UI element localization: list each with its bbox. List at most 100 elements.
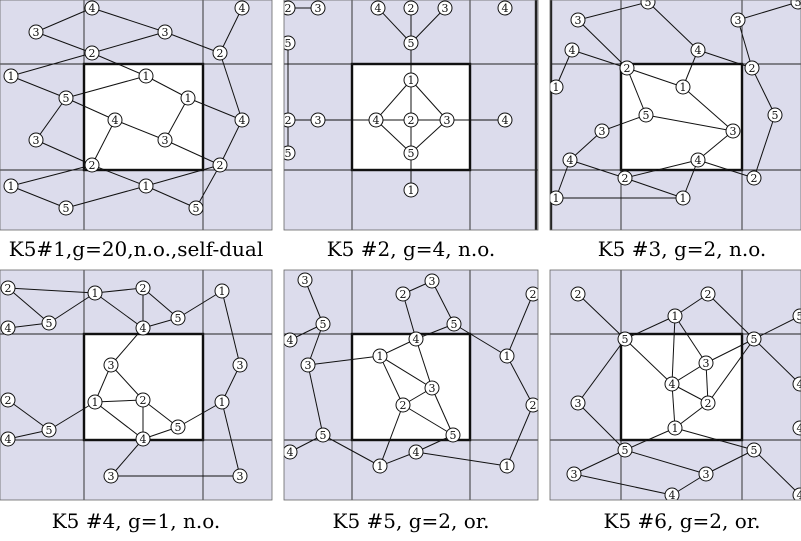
graph-vertex: 2 — [0, 280, 16, 296]
graph-vertex: 2 — [212, 157, 228, 173]
graph-vertex: 3 — [157, 132, 173, 148]
vertex-label: 5 — [622, 333, 629, 346]
vertex-circle — [135, 392, 151, 408]
graph-edge — [94, 401, 144, 440]
vertex-circle — [284, 332, 298, 348]
vertex-circle — [408, 444, 424, 460]
graph-vertex: 2 — [135, 392, 151, 408]
vertex-label: 5 — [320, 429, 327, 442]
vertex-label: 3 — [703, 357, 710, 370]
graph-edge — [431, 387, 454, 436]
graph-edge — [65, 185, 147, 209]
graph-edge — [304, 279, 324, 325]
vertex-label: 5 — [63, 92, 70, 105]
graph-vertex: 4 — [107, 112, 123, 128]
vertex-label: 3 — [571, 468, 578, 481]
graph-vertex: 3 — [730, 12, 746, 28]
graph-edge — [219, 7, 243, 54]
vertex-label: 2 — [622, 172, 629, 185]
panel-caption: K5 #5, g=2, or. — [333, 509, 490, 533]
vertex-label: 1 — [8, 180, 15, 193]
vertex-circle — [41, 315, 57, 331]
vertex-label: 1 — [504, 460, 511, 473]
graph-edge — [573, 449, 626, 475]
vertex-circle — [594, 123, 610, 139]
vertex-label: 5 — [622, 444, 629, 457]
graph-edge — [377, 7, 412, 44]
vertex-circle — [497, 0, 513, 16]
graph-edge — [65, 75, 147, 99]
graph-edge — [164, 31, 221, 54]
vertex-label: 1 — [8, 70, 15, 83]
vertex-label: 1 — [377, 350, 384, 363]
graph-vertex: 1 — [214, 283, 230, 299]
graph-vertex: 2 — [84, 157, 100, 173]
vertex-label: 3 — [315, 114, 322, 127]
graph-edges — [555, 1, 799, 199]
vertex-label: 1 — [219, 285, 226, 298]
vertex-circle — [619, 60, 635, 76]
graph-vertex: 1 — [138, 178, 154, 194]
vertex-circle — [284, 444, 298, 460]
vertex-label: 4 — [695, 44, 702, 57]
vertex-circle — [698, 355, 714, 371]
graph-vertex: 1 — [675, 79, 691, 95]
vertex-circle — [103, 468, 119, 484]
vertex-label: 3 — [599, 125, 606, 138]
graph-vertex: 4 — [497, 112, 513, 128]
graph-vertex: 4 — [135, 431, 151, 447]
graph-edge — [647, 1, 699, 51]
graph-edge — [707, 338, 755, 404]
vertex-label: 2 — [624, 62, 631, 75]
vertex-circle — [372, 348, 388, 364]
vertex-label: 2 — [530, 288, 537, 301]
graph-edge — [35, 7, 93, 33]
graph-vertex: 2 — [525, 286, 538, 302]
graph-vertex: 5 — [790, 0, 801, 10]
graph-vertex: 2 — [135, 280, 151, 296]
vertex-circle — [700, 395, 716, 411]
vertex-circle — [234, 0, 250, 16]
vertex-label: 3 — [442, 2, 449, 15]
graph-edge — [415, 451, 508, 467]
graph-vertex: 1 — [403, 72, 419, 88]
vertex-circle — [58, 90, 74, 106]
graph-vertex: 5 — [41, 422, 57, 438]
vertex-circle — [725, 123, 741, 139]
vertex-circle — [403, 0, 419, 16]
vertex-circle — [28, 132, 44, 148]
graph-edge — [674, 315, 707, 364]
vertex-label: 4 — [502, 2, 509, 15]
vertex-circle — [403, 72, 419, 88]
graph-vertex: 3 — [424, 273, 440, 289]
graph-edge — [753, 315, 801, 340]
graph-edge — [10, 164, 93, 187]
vertex-circle — [212, 45, 228, 61]
vertex-circle — [446, 316, 462, 332]
graph-edge — [624, 427, 676, 451]
vertex-circle — [310, 112, 326, 128]
graph-vertex: 4 — [792, 487, 801, 502]
graph-vertex: 4 — [664, 376, 680, 392]
graph-vertex: 2 — [212, 45, 228, 61]
graph-vertex: 1 — [87, 394, 103, 410]
graph-vertex: 3 — [570, 12, 586, 28]
vertex-circle — [744, 60, 760, 76]
vertex-circle — [0, 280, 16, 296]
graph-edge — [164, 139, 221, 166]
panel-frame — [549, 269, 801, 501]
graph-edge — [626, 67, 647, 116]
graph-vertex: 2 — [284, 112, 296, 128]
vertex-label: 4 — [797, 489, 801, 502]
graph-edge — [35, 139, 93, 166]
graph-vertex: 1 — [372, 458, 388, 474]
vertex-circle — [617, 170, 633, 186]
graph-edge — [697, 159, 755, 179]
vertex-label: 2 — [285, 2, 292, 15]
panel-caption: K5 #6, g=2, or. — [604, 509, 761, 533]
graph-edge — [410, 119, 448, 154]
graph-edge — [379, 355, 404, 406]
